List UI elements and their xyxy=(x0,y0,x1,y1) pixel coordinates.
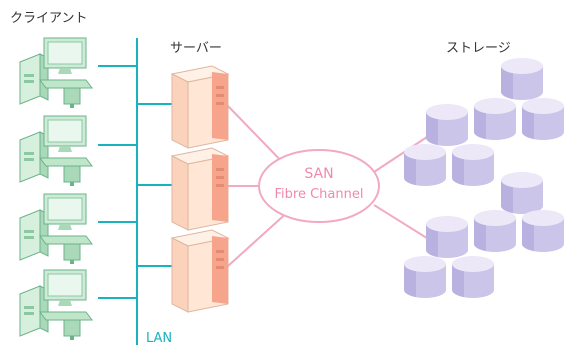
client-pc-icon xyxy=(19,269,93,341)
client-pc-icon xyxy=(19,193,93,265)
disk-cylinder-icon xyxy=(426,104,468,146)
disk-cylinder-icon xyxy=(474,98,516,140)
san-ellipse xyxy=(258,149,380,223)
clients-label: クライアント xyxy=(10,11,87,26)
lan-label: LAN xyxy=(146,331,172,345)
disk-cylinder-icon xyxy=(404,144,446,186)
server-tower-icon xyxy=(171,147,229,231)
disk-cylinder-icon xyxy=(522,210,564,252)
disk-cylinder-icon xyxy=(501,172,543,214)
disk-cylinder-icon xyxy=(474,210,516,252)
servers-label: サーバー xyxy=(170,41,222,56)
server-tower-icon xyxy=(171,229,229,313)
san-link-storage-2 xyxy=(373,204,431,241)
server-tower-icon xyxy=(171,65,229,149)
san-link-server-3 xyxy=(227,209,291,267)
disk-cylinder-icon xyxy=(426,216,468,258)
san-link-storage-1 xyxy=(373,134,431,173)
client-pc-icon xyxy=(19,37,93,109)
disk-cylinder-icon xyxy=(452,256,494,298)
disk-cylinder-icon xyxy=(501,58,543,100)
disk-cylinder-icon xyxy=(404,256,446,298)
san-label: SAN xyxy=(304,166,333,182)
storage-label: ストレージ xyxy=(446,41,511,56)
disk-cylinder-icon xyxy=(452,144,494,186)
disk-cylinder-icon xyxy=(522,98,564,140)
client-pc-icon xyxy=(19,115,93,187)
fibre-channel-label: Fibre Channel xyxy=(275,187,364,202)
